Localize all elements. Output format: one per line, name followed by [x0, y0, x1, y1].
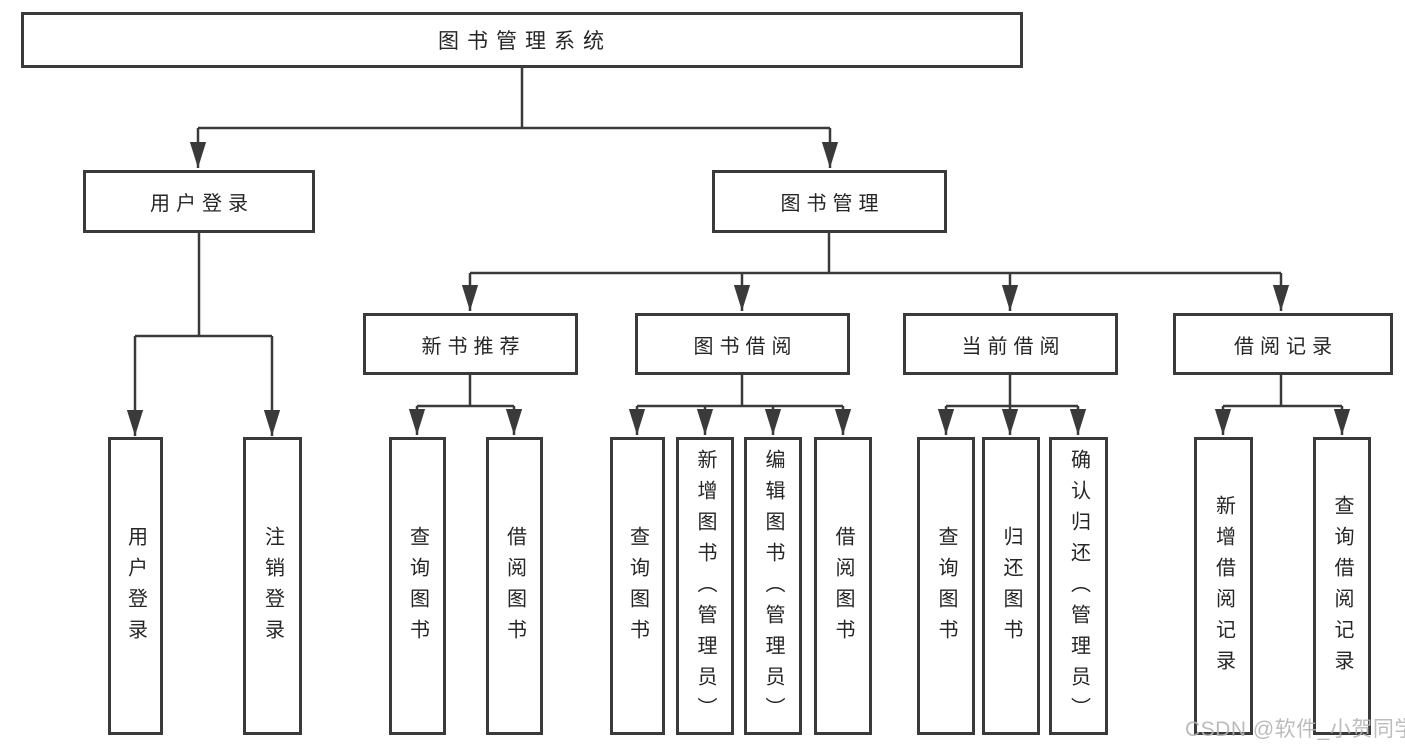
node-library-system: 图书管理系统 — [21, 12, 1023, 68]
leaf-logout: 注销登录 — [243, 437, 302, 735]
leaf-return-books: 归还图书 — [982, 437, 1040, 735]
node-book-management: 图书管理 — [712, 170, 947, 233]
leaf-query-books-borrow: 查询图书 — [610, 437, 665, 735]
node-borrow-records: 借阅记录 — [1173, 313, 1393, 375]
node-user-login: 用户登录 — [83, 170, 315, 233]
leaf-add-borrow-record: 新增借阅记录 — [1194, 437, 1253, 735]
leaf-query-books-recommend: 查询图书 — [389, 437, 446, 735]
connector-book-mgmt-branch — [461, 233, 1290, 311]
connector-borrow-records-branch — [1214, 375, 1351, 435]
connector-root-to-level2 — [189, 68, 839, 168]
node-current-borrowing: 当前借阅 — [903, 313, 1118, 375]
leaf-borrow-books: 借阅图书 — [814, 437, 872, 735]
node-new-book-recommend: 新书推荐 — [363, 313, 578, 375]
connector-current-borrow-branch — [937, 375, 1087, 435]
watermark: CSDN @软件_小贺同学 — [1185, 718, 1405, 741]
connector-book-borrow-branch — [628, 375, 852, 435]
leaf-borrow-books-recommend: 借阅图书 — [486, 437, 543, 735]
leaf-query-books-current: 查询图书 — [917, 437, 975, 735]
leaf-query-borrow-record: 查询借阅记录 — [1313, 437, 1371, 735]
connector-new-books-branch — [408, 375, 523, 435]
connector-user-login-branch — [126, 233, 281, 436]
leaf-confirm-return-admin: 确认归还（管理员） — [1049, 437, 1108, 735]
leaf-edit-books-admin: 编辑图书（管理员） — [744, 437, 802, 735]
leaf-user-login: 用户登录 — [108, 437, 163, 735]
leaf-add-books-admin: 新增图书（管理员） — [676, 437, 734, 735]
node-book-borrowing: 图书借阅 — [635, 313, 850, 375]
